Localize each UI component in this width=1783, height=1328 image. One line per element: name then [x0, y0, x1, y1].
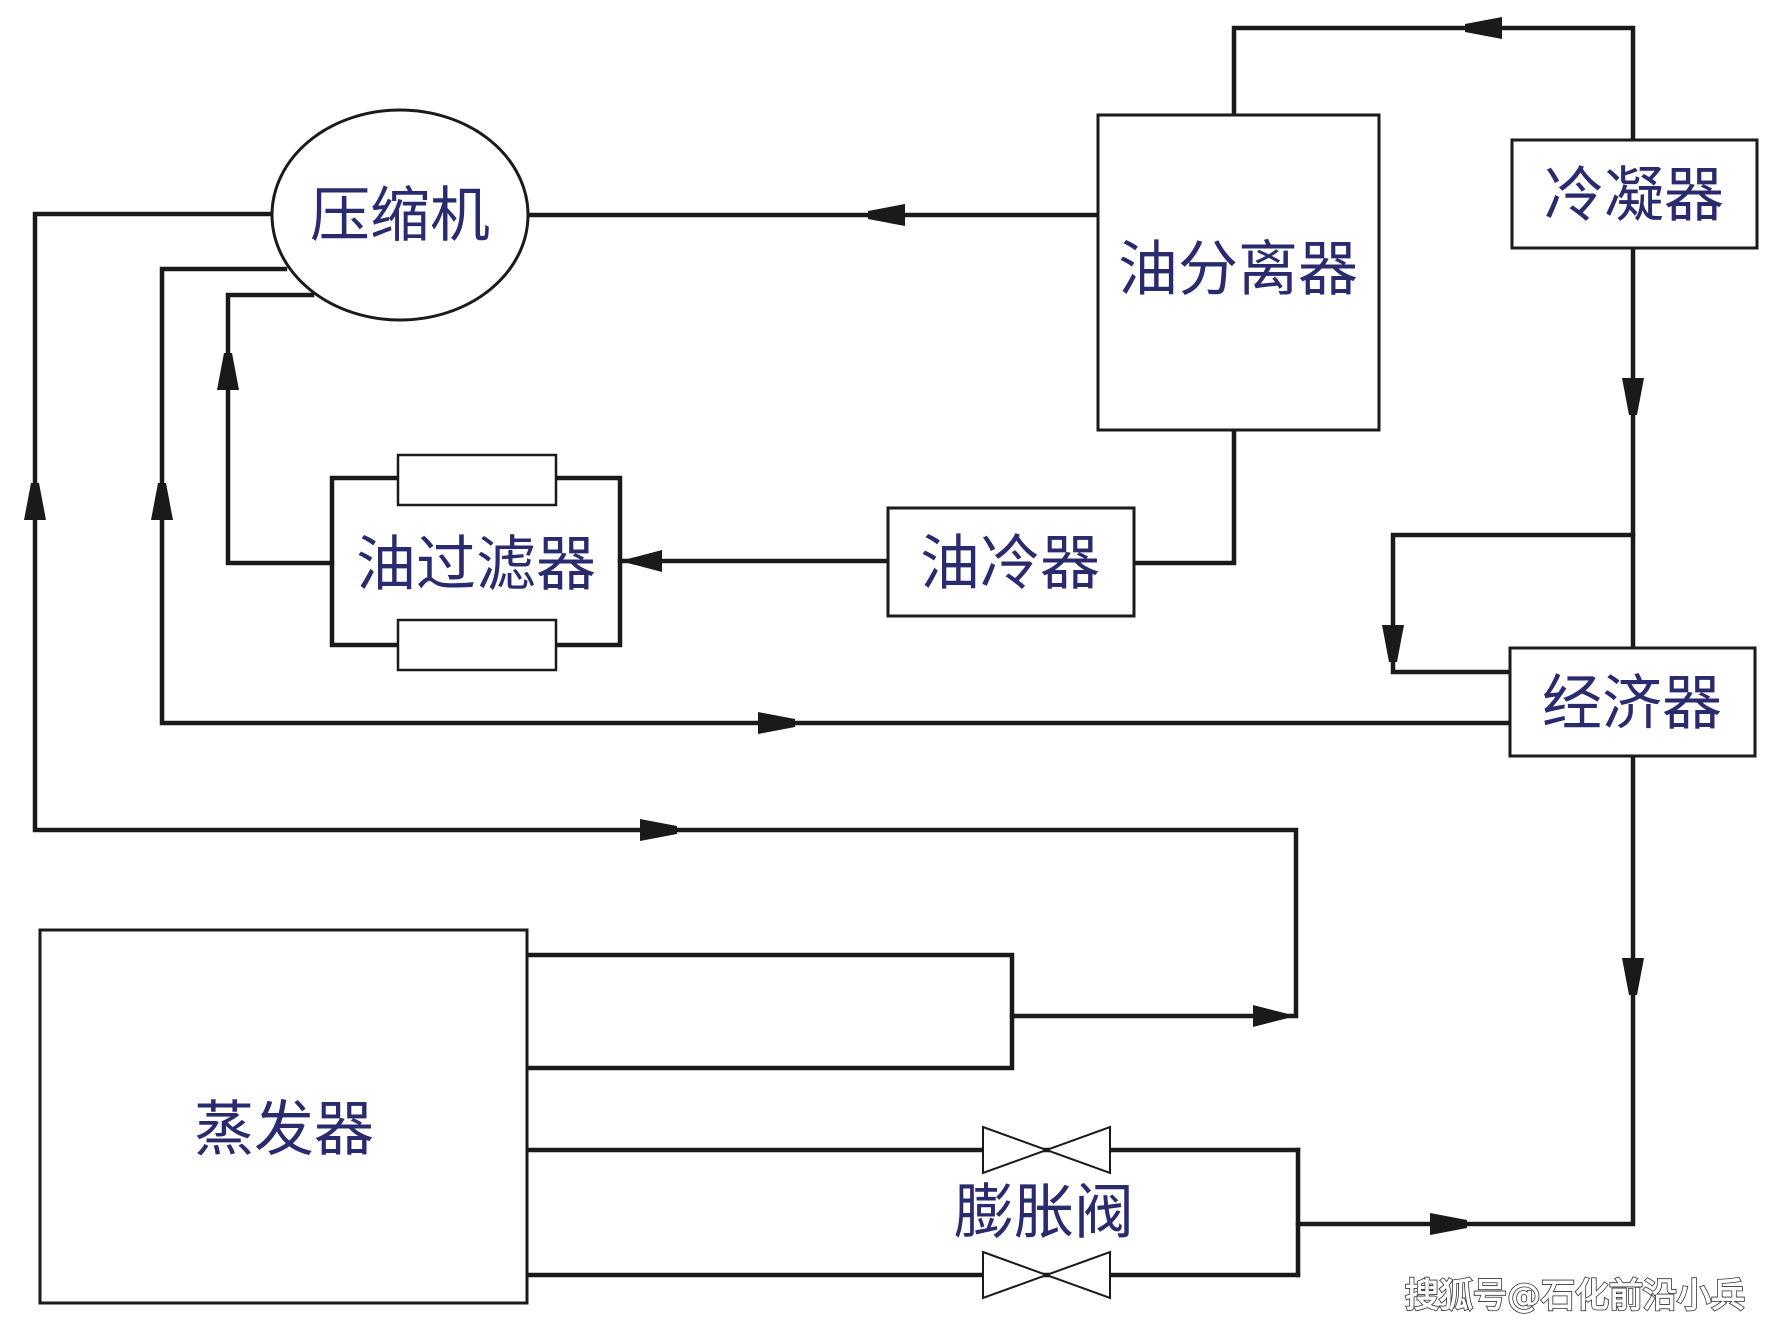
- watermark: 搜狐号@石化前沿小兵: [1405, 1276, 1745, 1316]
- oil-filter-element-top: [396, 453, 558, 507]
- arrow-left-icon: [640, 819, 677, 841]
- expansion-valve-lower-icon: [982, 1250, 1111, 1300]
- condenser: [1510, 138, 1759, 250]
- evaporator-label: 蒸发器: [194, 1095, 374, 1165]
- arrow-left-icon: [620, 550, 662, 572]
- pipe-filter-to-compressor: [225, 292, 335, 566]
- economizer: [1508, 646, 1757, 758]
- pipe-economizer-to-valve: [1295, 753, 1636, 1227]
- arrow-down-icon: [1622, 958, 1644, 995]
- compressor-label: 压缩机: [310, 181, 490, 251]
- pipe-economizer-bypass: [1390, 532, 1636, 675]
- pipe-separator-to-oilcooler: [1130, 427, 1237, 566]
- compressor: [270, 108, 530, 322]
- pipe-evaporator-outlet: [525, 952, 1015, 1071]
- arrow-up-icon: [151, 483, 173, 520]
- arrow-up-icon: [217, 353, 239, 390]
- arrow-left-icon: [1430, 1213, 1467, 1235]
- expansion-valve-upper-icon: [982, 1125, 1111, 1175]
- arrow-left-icon: [758, 712, 795, 734]
- arrow-right-icon: [1465, 17, 1502, 39]
- condenser-label: 冷凝器: [1544, 161, 1724, 231]
- oil-filter-label: 油过滤器: [356, 530, 596, 600]
- oil-cooler-label: 油冷器: [920, 529, 1100, 599]
- economizer-label: 经济器: [1542, 669, 1722, 739]
- oil-filter-element-bottom: [396, 618, 558, 672]
- arrow-right-icon: [1253, 1005, 1296, 1027]
- arrow-down-icon: [1622, 378, 1644, 415]
- oil-cooler: [886, 506, 1136, 618]
- pipe-separator-to-condenser: [1231, 25, 1636, 143]
- arrow-right-icon: [868, 204, 905, 226]
- arrow-down-icon: [1382, 625, 1404, 662]
- evaporator: [38, 928, 529, 1305]
- expansion-valve-label: 膨胀阀: [954, 1178, 1134, 1248]
- oil-separator-label: 油分离器: [1118, 235, 1358, 305]
- arrow-up-icon: [24, 483, 46, 520]
- oil-separator: [1096, 113, 1381, 432]
